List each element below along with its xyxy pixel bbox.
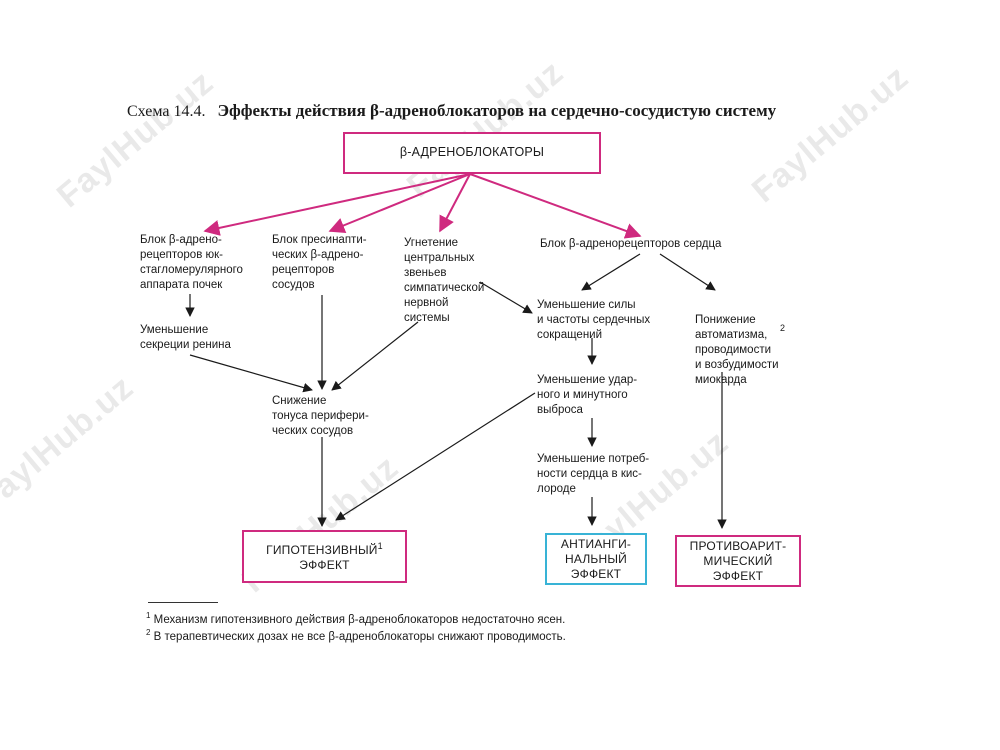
footnote-1-mark: 1	[377, 540, 383, 551]
flow-arrows	[185, 253, 727, 529]
hypotensive-effect-box: ГИПОТЕНЗИВНЫЙ1 ЭФФЕКТ	[242, 530, 407, 583]
caption-title: Эффекты действия β-адреноблокаторов на с…	[217, 101, 777, 120]
node-block-heart-receptors: Блок β-адренорецепторов сердца	[540, 238, 722, 250]
beta-blockers-box: β-АДРЕНОБЛОКАТОРЫ	[343, 132, 601, 174]
footnote-2-number: 2	[146, 628, 151, 637]
node-automatism-text: Понижение автоматизма, проводимости и во…	[695, 313, 779, 386]
footnote-1: 1 Механизм гипотензивного действия β-адр…	[146, 611, 565, 626]
footnote-2-mark: 2	[780, 323, 786, 333]
root-arrows	[203, 173, 642, 239]
node-vascular-tone-decrease: Снижение тонуса перифери- ческих сосудов	[272, 395, 369, 437]
footnote-2: 2 В терапевтических дозах не все β-адрен…	[146, 628, 566, 643]
node-central-inhibition: Угнетение центральных звеньев симпатичес…	[404, 237, 485, 324]
antiarrhythmic-effect-box: ПРОТИВОАРИТ- МИЧЕСКИЙ ЭФФЕКТ	[675, 535, 801, 587]
hypotensive-effect-label: ЭФФЕКТ	[299, 557, 350, 572]
node-block-presynaptic: Блок пресинапти- ческих β-адрено- рецепт…	[272, 234, 367, 291]
footnote-2-text: В терапевтических дозах не все β-адреноб…	[153, 630, 566, 643]
node-block-juxtaglomerular: Блок β-адрено- рецепторов юк- стагломеру…	[140, 234, 243, 291]
footnote-1-number: 1	[146, 611, 151, 620]
antianginal-label: АНТИАНГИ- НАЛЬНЫЙ ЭФФЕКТ	[560, 536, 632, 581]
node-renin-decrease: Уменьшение секреции ренина	[140, 324, 231, 351]
hypotensive-label: ГИПОТЕНЗИВНЫЙ	[266, 542, 378, 557]
caption-number: Схема 14.4.	[127, 103, 206, 120]
node-force-rate-decrease: Уменьшение силы и частоты сердечных сокр…	[537, 299, 651, 341]
figure-caption: Схема 14.4. Эффекты действия β-адренобло…	[127, 101, 776, 121]
node-oxygen-demand-decrease: Уменьшение потреб- ности сердца в кис- л…	[537, 453, 650, 495]
footnote-1-text: Механизм гипотензивного действия β-адрен…	[153, 613, 566, 626]
node-automatism-decrease: Понижение автоматизма, проводимости и во…	[695, 298, 779, 388]
antianginal-effect-box: АНТИАНГИ- НАЛЬНЫЙ ЭФФЕКТ	[545, 533, 647, 585]
antiarrhythmic-label: ПРОТИВОАРИТ- МИЧЕСКИЙ ЭФФЕКТ	[689, 538, 787, 583]
footnote-divider	[148, 602, 218, 603]
node-cardiac-output-decrease: Уменьшение удар- ного и минутного выброс…	[537, 374, 638, 416]
